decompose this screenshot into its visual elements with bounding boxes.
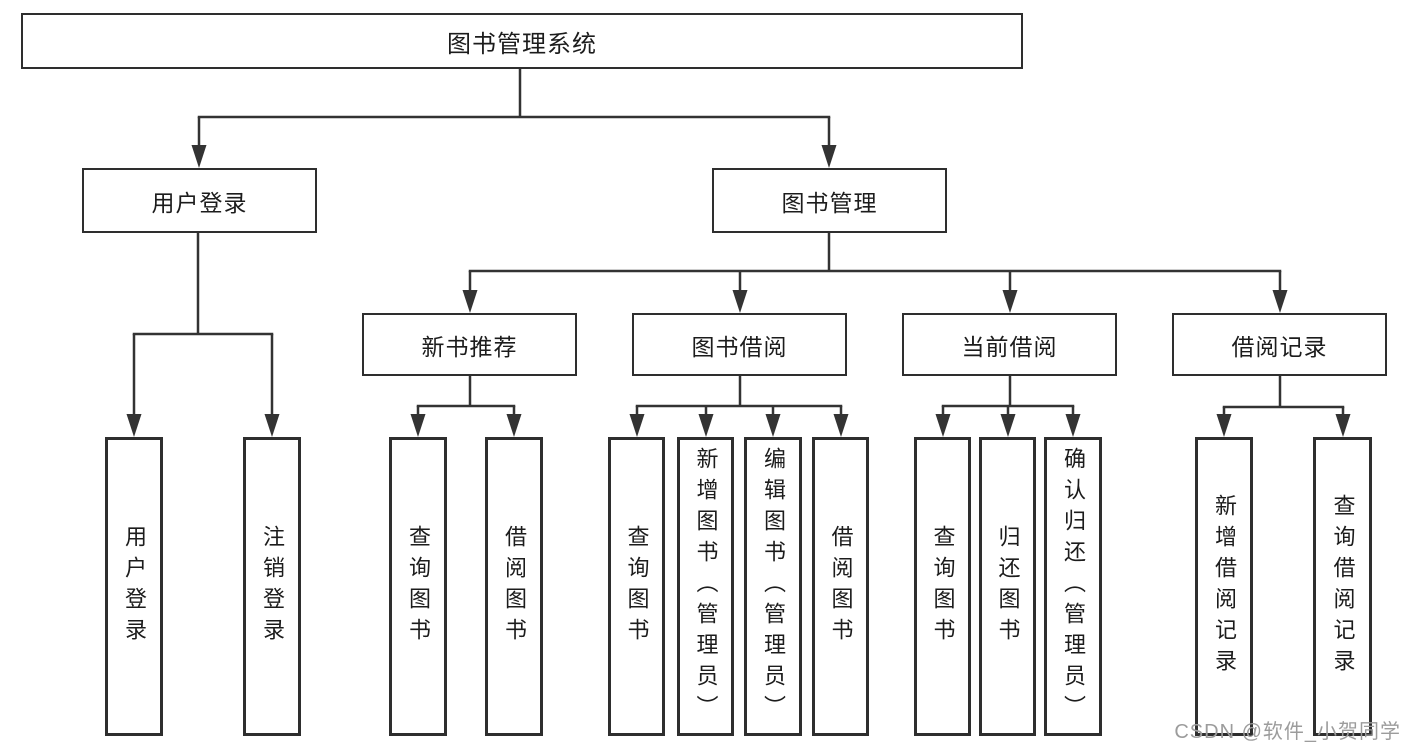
leaf-label: 归还图书: [995, 524, 1021, 649]
leaf-label: 查询图书: [930, 524, 956, 649]
leaf-query-books-recommend: 查询图书: [389, 437, 447, 736]
leaf-label: 查询借阅记录: [1330, 493, 1356, 680]
node-user-login: 用户登录: [82, 168, 317, 233]
node-current-borrowing: 当前借阅: [902, 313, 1117, 376]
leaf-add-books-admin: 新增图书（管理员）: [677, 437, 734, 736]
node-book-management: 图书管理: [712, 168, 947, 233]
leaf-user-login: 用户登录: [105, 437, 163, 736]
node-new-book-recommend: 新书推荐: [362, 313, 577, 376]
watermark: CSDN @软件_小贺同学: [1174, 721, 1401, 743]
leaf-label: 查询图书: [406, 524, 431, 649]
leaf-query-books-current: 查询图书: [914, 437, 971, 736]
leaf-label: 新增图书（管理员）: [693, 447, 719, 726]
leaf-return-books: 归还图书: [979, 437, 1036, 736]
leaf-query-books-borrow: 查询图书: [608, 437, 665, 736]
leaf-label: 借阅图书: [828, 524, 854, 649]
leaf-label: 编辑图书（管理员）: [761, 447, 786, 726]
leaf-label: 确认归还（管理员）: [1061, 447, 1086, 726]
leaf-query-borrow-record: 查询借阅记录: [1313, 437, 1372, 736]
leaf-label: 查询图书: [624, 524, 650, 649]
node-library-management-system: 图书管理系统: [21, 13, 1023, 69]
leaf-label: 注销登录: [260, 524, 285, 649]
leaf-add-borrow-record: 新增借阅记录: [1195, 437, 1253, 736]
leaf-label: 新增借阅记录: [1212, 493, 1237, 680]
leaf-logout: 注销登录: [243, 437, 301, 736]
leaf-label: 借阅图书: [502, 524, 527, 649]
leaf-confirm-return-admin: 确认归还（管理员）: [1044, 437, 1102, 736]
node-book-borrowing: 图书借阅: [632, 313, 847, 376]
leaf-edit-books-admin: 编辑图书（管理员）: [744, 437, 802, 736]
leaf-borrow-books-recommend: 借阅图书: [485, 437, 543, 736]
leaf-label: 用户登录: [122, 524, 147, 649]
leaf-borrow-books: 借阅图书: [812, 437, 869, 736]
node-borrowing-records: 借阅记录: [1172, 313, 1387, 376]
